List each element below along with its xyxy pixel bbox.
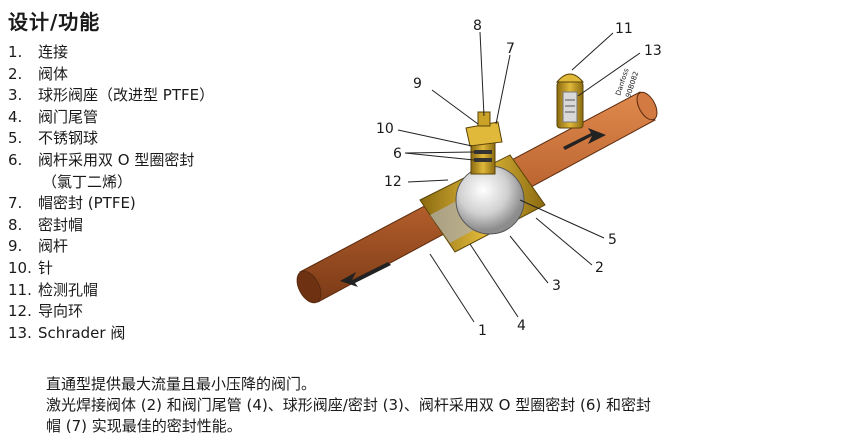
list-item: 2. 阀体 [8, 64, 214, 86]
description-line: 帽 (7) 实现最佳的密封性能。 [46, 417, 242, 435]
item-number: 5. [8, 129, 23, 148]
list-item: 5. 不锈钢球 [8, 128, 214, 150]
item-label: 阀体 [38, 64, 69, 83]
item-label: 检测孔帽 [38, 280, 99, 299]
item-label: 导向环 [38, 302, 84, 321]
callout-13: 13 [644, 43, 662, 59]
flow-arrow-left-icon [340, 262, 391, 287]
item-number: 10. [8, 258, 32, 277]
list-item: 13. Schrader 阀 [8, 323, 214, 345]
callout-10: 10 [376, 121, 394, 137]
callout-3: 3 [552, 278, 561, 294]
list-item: 1. 连接 [8, 42, 214, 64]
callout-8: 8 [473, 18, 482, 34]
list-item: 6. 阀杆采用双 O 型圈密封 [8, 150, 214, 172]
item-number: 4. [8, 107, 23, 126]
item-label: Schrader 阀 [38, 323, 126, 342]
item-number: 2. [8, 64, 23, 83]
list-item: 4. 阀门尾管 [8, 107, 214, 129]
list-item: 12. 导向环 [8, 301, 214, 323]
callout-5: 5 [608, 232, 617, 248]
item-number: 7. [8, 194, 23, 213]
list-item: 7. 帽密封 (PTFE) [8, 193, 214, 215]
callout-9: 9 [413, 76, 422, 92]
item-number: 3. [8, 86, 23, 105]
callout-1: 1 [478, 323, 487, 339]
item-number: 6. [8, 150, 23, 169]
list-item: 11. 检测孔帽 [8, 280, 214, 302]
item-label: 连接 [38, 43, 69, 61]
item-label: 阀杆 [38, 237, 69, 256]
list-item-continuation: （氯丁二烯） [8, 172, 214, 194]
item-number: 12. [8, 302, 32, 321]
list-item: 9. 阀杆 [8, 236, 214, 258]
item-number: 9. [8, 237, 23, 256]
callout-6: 6 [393, 146, 402, 162]
list-item: 10. 针 [8, 258, 214, 280]
parts-list: 1. 连接 2. 阀体 3. 球形阀座（改进型 PTFE） 4. 阀门尾管 5. 不锈钢球… [8, 42, 214, 344]
list-item: 8. 密封帽 [8, 215, 214, 237]
item-number: 1. [8, 43, 23, 61]
valve-stem [465, 111, 503, 175]
description-line: 激光焊接阀体 (2) 和阀门尾管 (4)、球形阀座/密封 (3)、阀杆采用双 O… [46, 396, 651, 414]
callout-12: 12 [384, 174, 402, 190]
item-label: （氯丁二烯） [42, 172, 133, 191]
item-number: 11. [8, 280, 32, 299]
test-port [555, 73, 585, 129]
item-label: 帽密封 (PTFE) [38, 194, 136, 213]
item-label: 针 [38, 258, 54, 277]
flow-arrow-right-icon [563, 128, 606, 150]
page-title: 设计/功能 [8, 10, 101, 34]
stainless-ball [455, 165, 525, 235]
callout-11: 11 [615, 21, 633, 37]
item-number: 13. [8, 323, 32, 342]
item-label: 阀门尾管 [38, 107, 99, 126]
callout-7: 7 [506, 41, 515, 57]
leader-lines [397, 31, 641, 323]
list-item: 3. 球形阀座（改进型 PTFE） [8, 85, 214, 107]
item-label: 不锈钢球 [38, 129, 99, 148]
description: 直通型提供最大流量且最小压降的阀门。 激光焊接阀体 (2) 和阀门尾管 (4)、… [46, 374, 836, 437]
valve-diagram: Danfoss 90B082 8 7 9 10 6 12 11 13 5 2 3… [296, 18, 662, 339]
item-label: 阀杆采用双 O 型圈密封 [38, 150, 195, 169]
callout-4: 4 [517, 318, 526, 334]
item-number: 8. [8, 215, 23, 234]
callout-2: 2 [595, 260, 604, 276]
description-line: 直通型提供最大流量且最小压降的阀门。 [46, 375, 317, 393]
item-label: 密封帽 [38, 215, 84, 234]
item-label: 球形阀座（改进型 PTFE） [38, 86, 215, 105]
